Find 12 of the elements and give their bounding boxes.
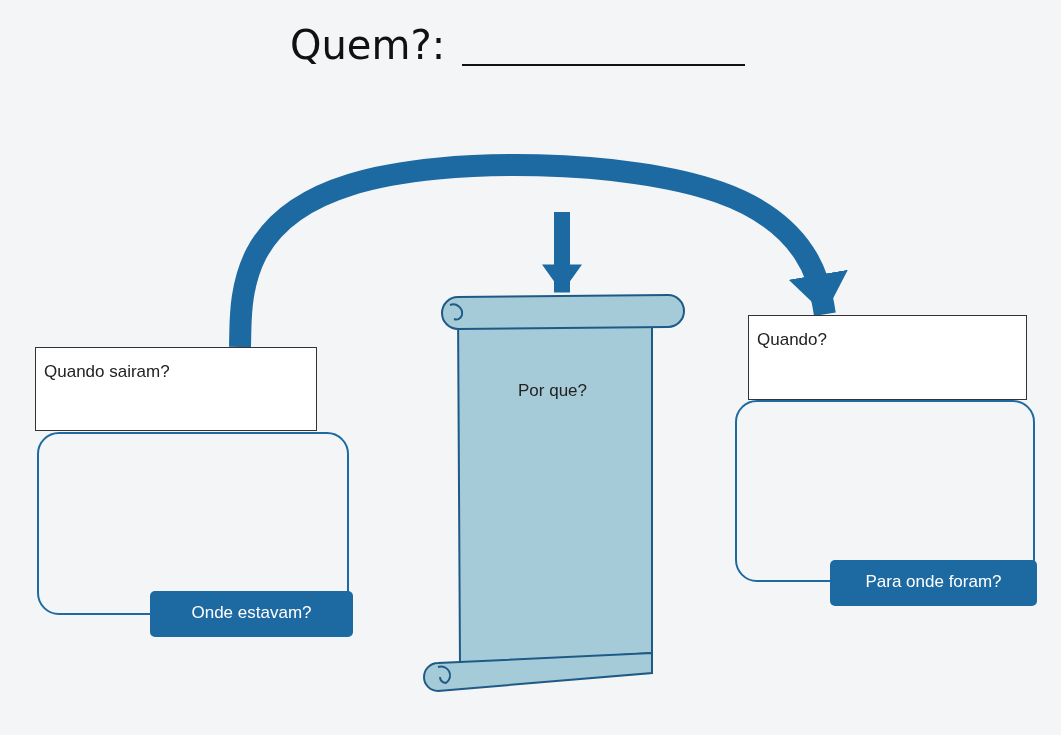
question-tab: [150, 591, 353, 637]
question-box: [35, 347, 317, 431]
question-text: Onde estavam?: [190, 603, 313, 623]
question-text: Por que?: [517, 381, 588, 401]
question-text: Para onde foram?: [864, 572, 1003, 592]
question-tab: [830, 560, 1037, 606]
title: Quem?:: [290, 22, 446, 68]
arrow: [542, 212, 582, 293]
question-text: Quando sairam?: [44, 362, 170, 382]
question-box: [748, 315, 1027, 400]
arrow: [229, 154, 848, 348]
question-text: Quando?: [757, 330, 827, 350]
